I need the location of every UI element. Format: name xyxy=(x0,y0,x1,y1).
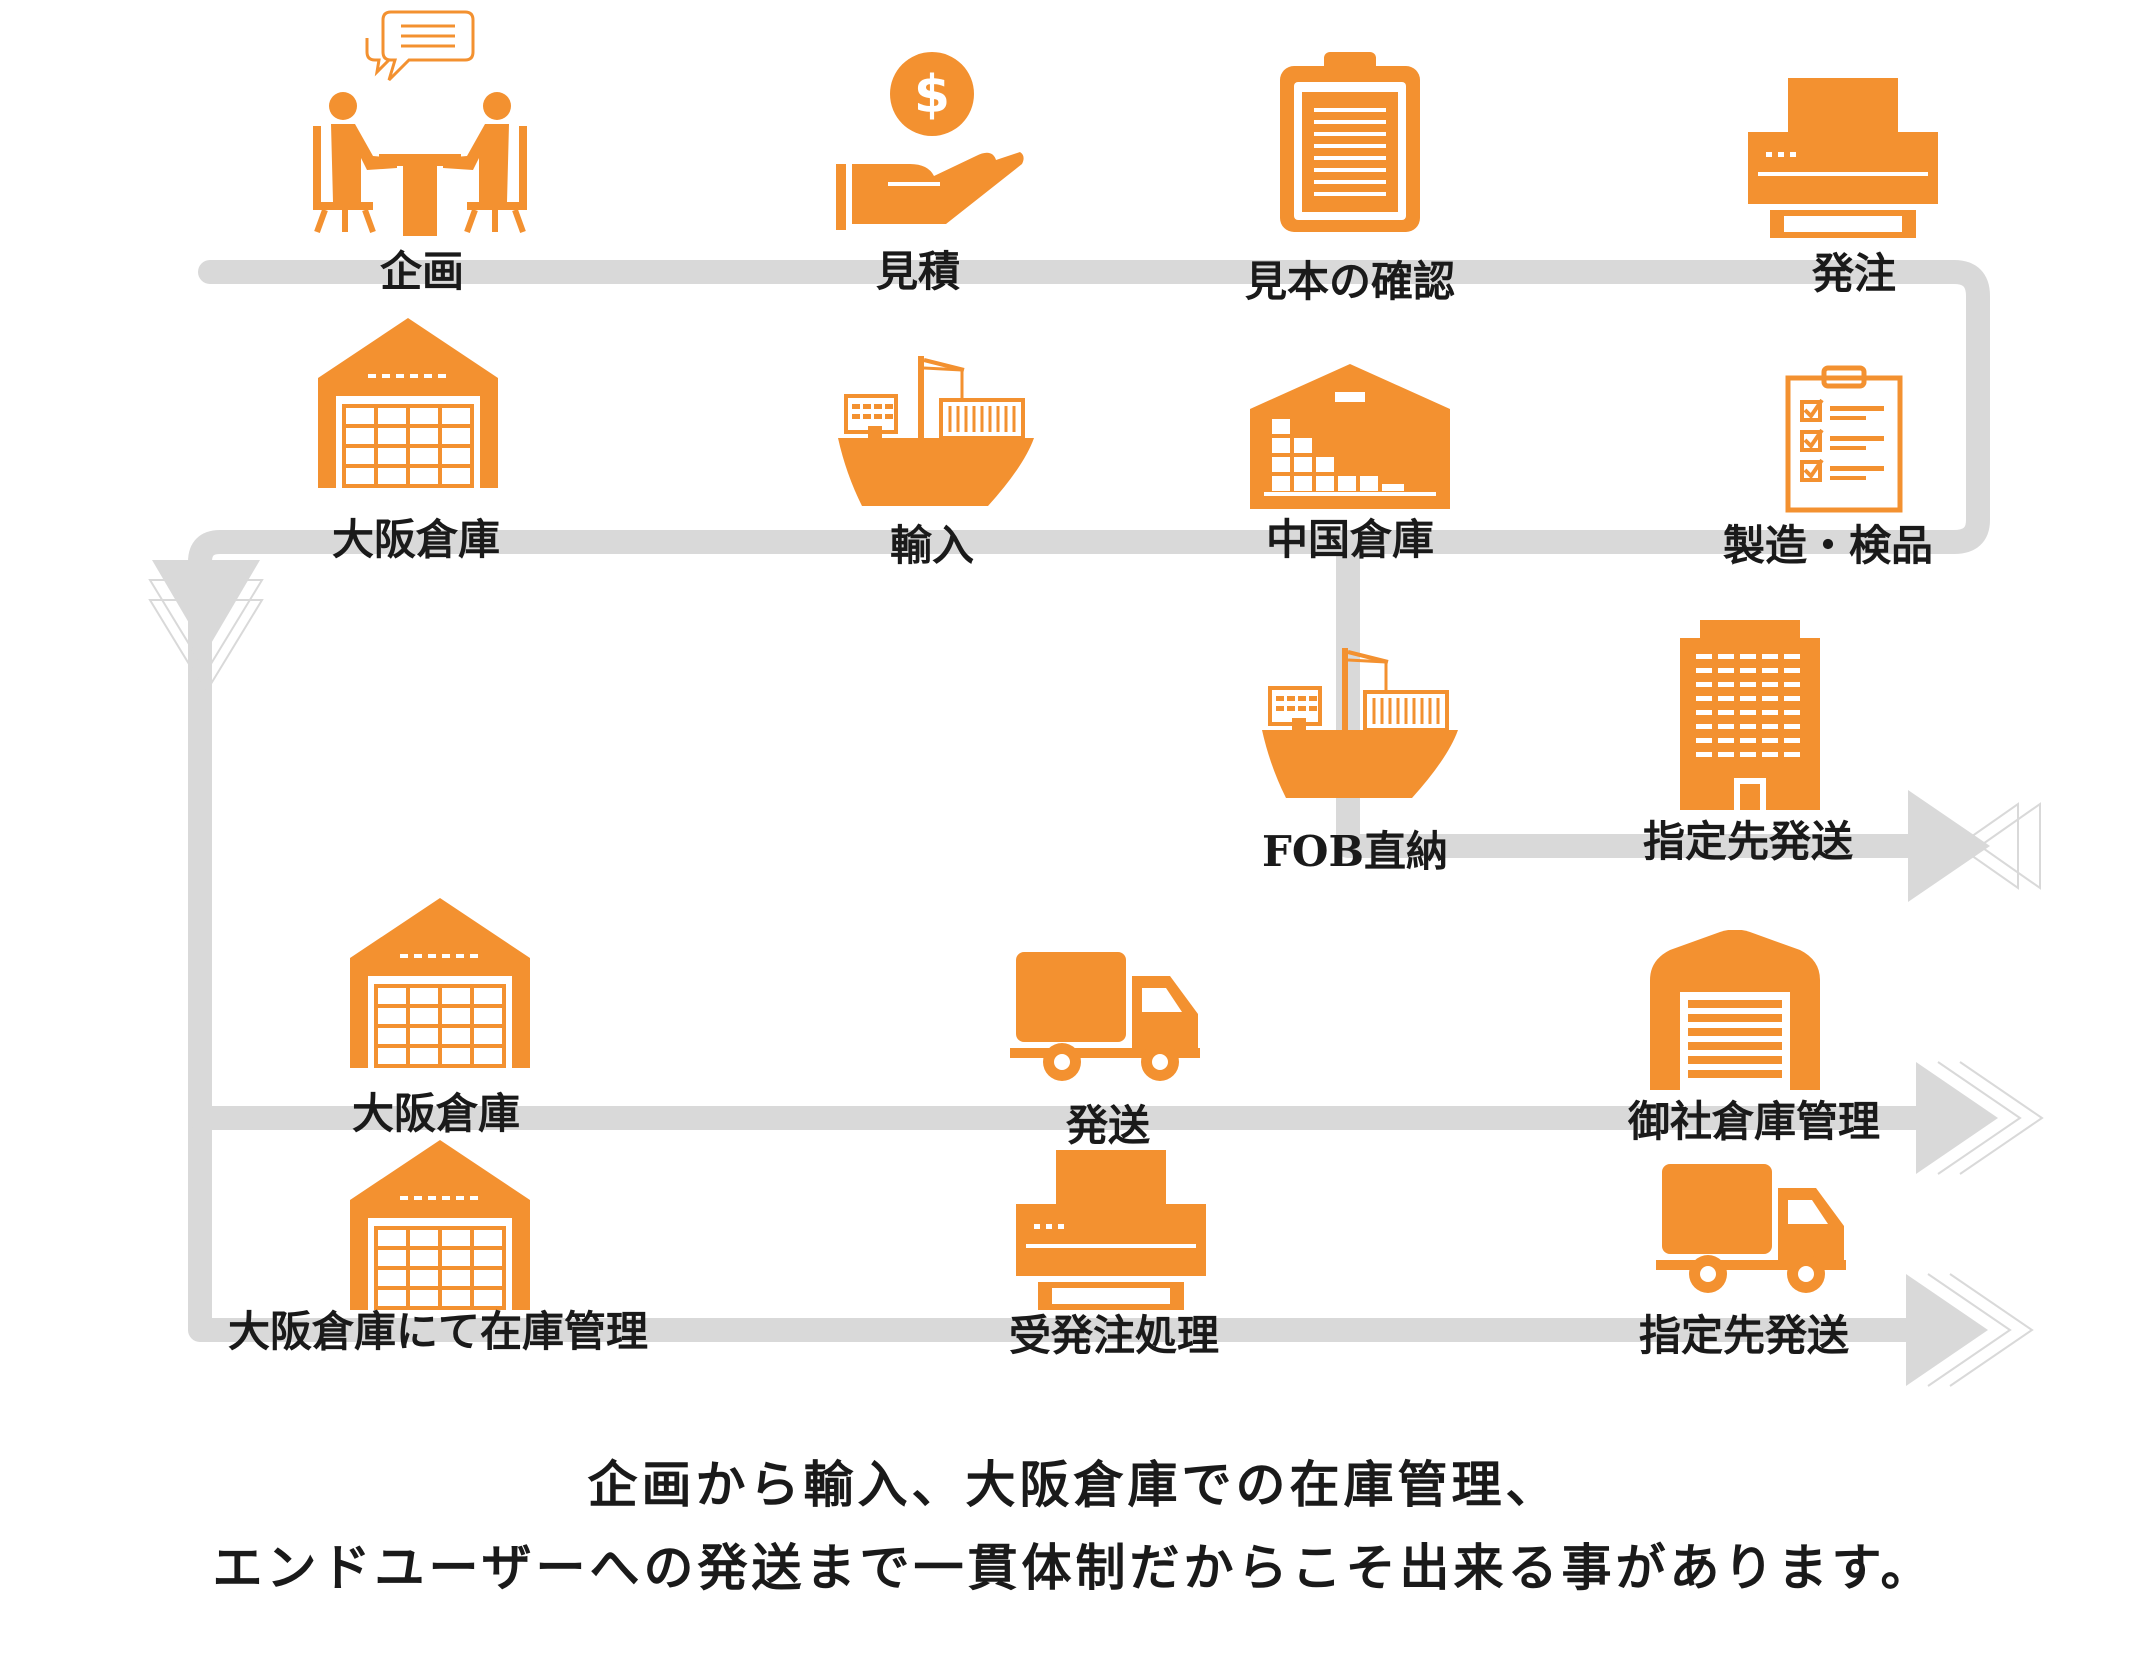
step-label-sample-check: 見本の確認 xyxy=(1245,257,1455,306)
flow-track xyxy=(188,260,1990,1342)
step-label-estimate: 見積 xyxy=(876,247,960,296)
truck-icon xyxy=(1656,1164,1846,1293)
money-hand-icon xyxy=(836,52,1026,232)
cargo-ship-icon xyxy=(838,356,1036,506)
checklist-icon xyxy=(1788,368,1900,510)
arrowhead-designated-shipping xyxy=(1906,1273,2034,1387)
step-label-china-warehouse: 中国倉庫 xyxy=(1266,515,1434,564)
step-label-osaka-warehouse: 大阪倉庫 xyxy=(332,515,500,564)
warehouse-icon xyxy=(350,898,530,1068)
caption-line-2: エンドユーザーへの発送まで一貫体制だからこそ出来る事があります。 xyxy=(212,1539,1935,1597)
step-label-order-processing: 受発注処理 xyxy=(1009,1311,1219,1360)
step-label-shipping: 発送 xyxy=(1066,1101,1150,1150)
step-label-planning: 企画 xyxy=(380,247,464,296)
step-label-designated-shipping: 指定先発送 xyxy=(1639,1311,1849,1360)
step-label-manufacture-inspect: 製造・検品 xyxy=(1723,521,1933,570)
warehouse-icon xyxy=(1250,364,1450,509)
printer-icon xyxy=(1016,1150,1206,1310)
warehouse-icon xyxy=(350,1140,530,1310)
step-label-order: 発注 xyxy=(1812,249,1896,298)
meeting-icon xyxy=(313,12,527,236)
step-label-osaka-warehouse: 大阪倉庫 xyxy=(352,1089,520,1138)
garage-icon xyxy=(1650,930,1820,1090)
step-label-osaka-inventory: 大阪倉庫にて在庫管理 xyxy=(228,1307,648,1356)
arrowhead-fob xyxy=(1908,790,2041,902)
step-label-import: 輸入 xyxy=(890,521,974,570)
office-building-icon xyxy=(1680,620,1820,810)
step-label-designated-shipping: 指定先発送 xyxy=(1643,817,1853,866)
truck-icon xyxy=(1010,952,1200,1081)
step-label-fob: FOB直納 xyxy=(1262,827,1448,876)
arrowhead-client-warehouse xyxy=(1916,1061,2044,1175)
arrowhead-down xyxy=(148,560,264,694)
caption-line-1: 企画から輸入、大阪倉庫での在庫管理、 xyxy=(587,1456,1560,1514)
step-label-client-warehouse: 御社倉庫管理 xyxy=(1627,1097,1880,1146)
warehouse-icon xyxy=(318,318,498,488)
clipboard-icon xyxy=(1280,52,1420,232)
printer-icon xyxy=(1748,78,1938,238)
